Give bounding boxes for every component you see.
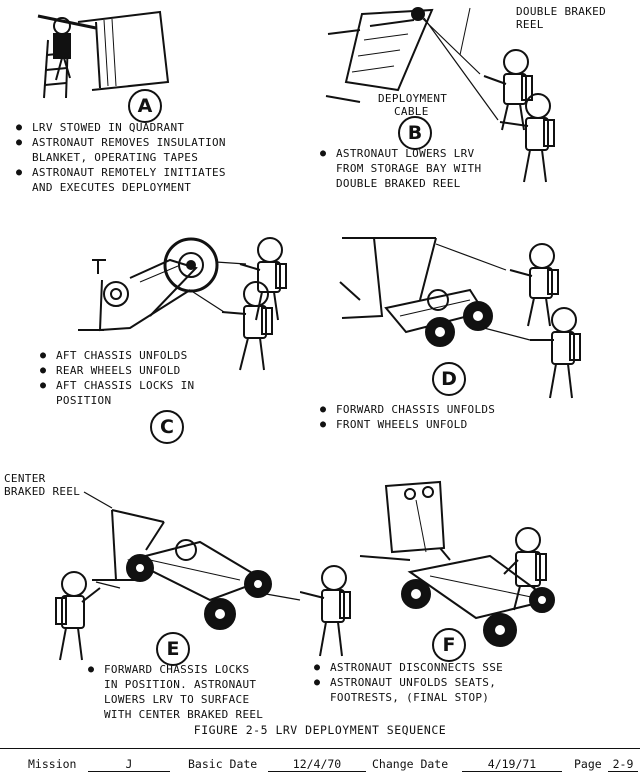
- panel-d-bullet: FRONT WHEELS UNFOLD: [320, 417, 580, 432]
- panel-c: AFT CHASSIS UNFOLDS REAR WHEELS UNFOLD A…: [0, 220, 320, 450]
- panel-a-bullet: ASTRONAUT REMOTELY INITIATES: [16, 165, 316, 180]
- panel-d: D FORWARD CHASSIS UNFOLDS FRONT WHEELS U…: [320, 220, 640, 450]
- panel-e-bullets: FORWARD CHASSIS LOCKS IN POSITION. ASTRO…: [88, 662, 318, 722]
- panel-b-illustration: [325, 7, 555, 183]
- panel-d-bullets: FORWARD CHASSIS UNFOLDS FRONT WHEELS UNF…: [320, 402, 580, 432]
- callout-line: DOUBLE BRAKED: [516, 5, 606, 18]
- panel-f-bullet: ASTRONAUT UNFOLDS SEATS,: [314, 675, 574, 690]
- panel-a: A LRV STOWED IN QUADRANT ASTRONAUT REMOV…: [0, 0, 320, 200]
- figure-caption: FIGURE 2-5 LRV DEPLOYMENT SEQUENCE: [193, 723, 447, 737]
- panel-b: DOUBLE BRAKED REEL DEPLOYMENT CABLE B AS…: [320, 0, 640, 200]
- panel-f-bullets: ASTRONAUT DISCONNECTS SSE ASTRONAUT UNFO…: [314, 660, 574, 705]
- panel-d-illustration: [339, 237, 581, 399]
- panel-a-letter: A: [128, 89, 162, 123]
- panel-f-bullet: FOOTRESTS, (FINAL STOP): [330, 691, 490, 704]
- panel-f-illustration: [300, 480, 555, 657]
- change-date-label: Change Date: [372, 757, 449, 771]
- callout-line: CENTER: [4, 472, 46, 485]
- basic-date-label: Basic Date: [188, 757, 258, 771]
- panel-e-bullet: IN POSITION. ASTRONAUT: [104, 678, 257, 691]
- panel-e-bullet: LOWERS LRV TO SURFACE: [104, 693, 250, 706]
- callout-line: BRAKED REEL: [4, 485, 81, 498]
- panel-e-letter: E: [156, 632, 190, 666]
- page-label: Page: [574, 757, 602, 771]
- callout-line: DEPLOYMENT: [378, 92, 448, 105]
- panel-e-reel-callout: CENTER BRAKED REEL: [4, 472, 80, 498]
- panel-a-illustration: [37, 10, 170, 99]
- panel-e-bullet: FORWARD CHASSIS LOCKS: [88, 662, 318, 677]
- panel-c-bullet: POSITION: [56, 394, 112, 407]
- panel-d-bullet: FORWARD CHASSIS UNFOLDS: [320, 402, 580, 417]
- change-date-value: 4/19/71: [462, 757, 562, 772]
- panel-d-letter: D: [432, 362, 466, 396]
- panel-f-bullet: ASTRONAUT DISCONNECTS SSE: [314, 660, 574, 675]
- panel-b-bullet: ASTRONAUT LOWERS LRV: [320, 146, 520, 161]
- panel-a-bullet: LRV STOWED IN QUADRANT: [16, 120, 316, 135]
- panel-c-letter: C: [150, 410, 184, 444]
- panel-b-bullet: DOUBLE BRAKED REEL: [336, 177, 461, 190]
- panel-f-letter: F: [432, 628, 466, 662]
- panel-e: CENTER BRAKED REEL E FORWARD CHASSIS LOC…: [0, 460, 320, 722]
- panel-c-bullets: AFT CHASSIS UNFOLDS REAR WHEELS UNFOLD A…: [40, 348, 280, 408]
- panel-b-cable-callout: DEPLOYMENT CABLE: [378, 92, 447, 118]
- panel-c-bullet: AFT CHASSIS UNFOLDS: [40, 348, 280, 363]
- panel-c-illustration: [78, 237, 287, 371]
- panel-a-bullets: LRV STOWED IN QUADRANT ASTRONAUT REMOVES…: [16, 120, 316, 195]
- panel-a-bullet: AND EXECUTES DEPLOYMENT: [32, 181, 192, 194]
- panel-e-illustration: [55, 491, 301, 661]
- basic-date-value: 12/4/70: [268, 757, 366, 772]
- panel-e-bullet: WITH CENTER BRAKED REEL: [104, 708, 264, 721]
- panel-b-bullet: FROM STORAGE BAY WITH: [336, 162, 482, 175]
- panel-a-bullet: BLANKET, OPERATING TAPES: [32, 151, 199, 164]
- callout-line: CABLE: [394, 105, 429, 118]
- panel-f: F ASTRONAUT DISCONNECTS SSE ASTRONAUT UN…: [300, 460, 640, 720]
- callout-line: REEL: [516, 18, 544, 31]
- panel-b-letter: B: [398, 116, 432, 150]
- panel-b-bullets: ASTRONAUT LOWERS LRV FROM STORAGE BAY WI…: [320, 146, 520, 191]
- page-value: 2-9: [608, 757, 638, 772]
- mission-label: Mission: [28, 757, 77, 771]
- document-footer: Mission J Basic Date 12/4/70 Change Date…: [0, 748, 640, 781]
- panel-a-bullet: ASTRONAUT REMOVES INSULATION: [16, 135, 316, 150]
- panel-c-bullet: AFT CHASSIS LOCKS IN: [40, 378, 280, 393]
- panel-b-reel-callout: DOUBLE BRAKED REEL: [516, 5, 606, 31]
- panel-c-bullet: REAR WHEELS UNFOLD: [40, 363, 280, 378]
- mission-value: J: [88, 757, 170, 772]
